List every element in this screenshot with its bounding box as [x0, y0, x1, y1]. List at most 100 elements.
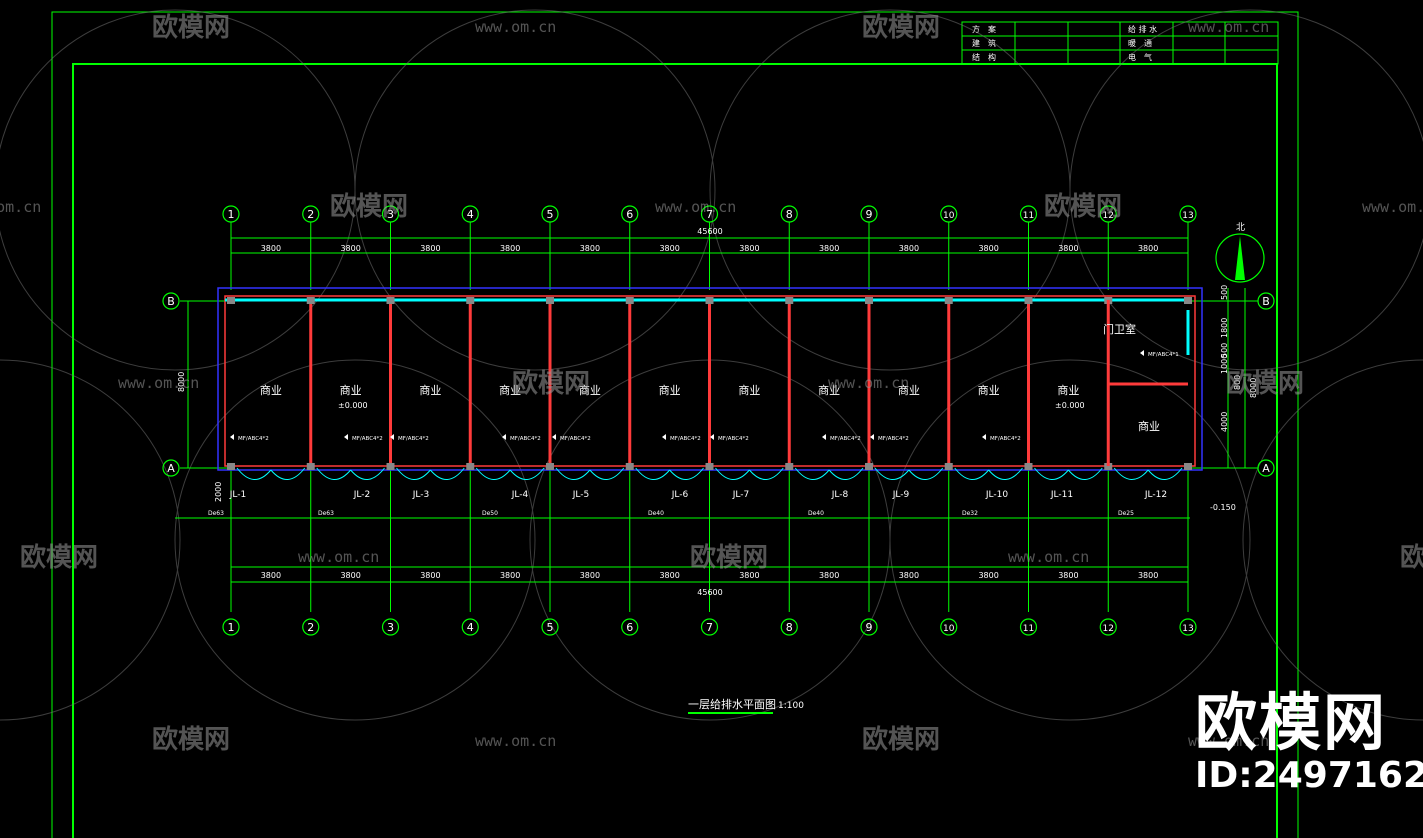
door-swing: [429, 467, 465, 480]
watermark-circles: [0, 9, 1423, 721]
column-bottom: [785, 463, 794, 470]
door-swing: [236, 467, 272, 480]
axis-bubble: [541, 205, 559, 223]
bay-dimension: 3800: [420, 571, 440, 580]
extinguisher-symbol: [552, 434, 556, 440]
column-bottom: [865, 463, 873, 470]
door-swing: [794, 467, 830, 480]
extinguisher-symbol: [662, 434, 666, 440]
riser-label: JL-9: [892, 490, 910, 500]
north-label: 北: [1236, 222, 1245, 233]
axis-label: 11: [1023, 624, 1034, 634]
vertical-dimension-texts: 8000 500 1800 500 1000 800 4000 8000 200…: [177, 285, 1258, 502]
extinguisher-label: MF/ABC4*2: [878, 436, 909, 442]
door-swing: [715, 467, 750, 480]
axis-bubble: [860, 618, 878, 636]
room-labels: 商业商业商业商业商业商业商业商业商业商业商业: [260, 383, 1080, 397]
axis-bubble: [222, 618, 240, 636]
pipe-label: De25: [1118, 510, 1134, 517]
watermark-logo: 欧模网: [152, 724, 230, 755]
axis-bubble: [621, 205, 639, 223]
bay-dimension: 3800: [819, 244, 839, 253]
axis-label: 6: [626, 208, 633, 221]
bay-dimension: 3800: [819, 571, 839, 580]
door-swing: [1113, 467, 1149, 480]
watermark-url: www.om.cn: [1188, 18, 1269, 36]
column-bottom: [1104, 463, 1113, 470]
bay-dimension: 3800: [500, 571, 520, 580]
level-outside: -0.150: [1210, 503, 1236, 512]
axis-label: 4: [467, 621, 474, 634]
column-top: [386, 297, 395, 304]
column-bottom: [705, 463, 714, 470]
bay-dimension: 3800: [978, 244, 998, 253]
axis-bubble: [461, 618, 479, 636]
extinguisher-label: MF/ABC4*1: [1148, 352, 1179, 358]
axis-label: 6: [626, 621, 633, 634]
axis-bubble: [381, 205, 400, 223]
column-bottom: [625, 463, 634, 470]
watermark-url: www.om.cn: [828, 374, 909, 392]
door-swing: [988, 467, 1023, 480]
axis-bubble: [1179, 205, 1197, 223]
axis-label-b-left: B: [167, 295, 175, 308]
axis-bubble: [940, 618, 958, 636]
dimension-lines: [175, 237, 1258, 583]
axis-bubble: [1019, 205, 1038, 223]
extinguisher-symbol: [870, 434, 874, 440]
watermark-logo: 欧模网: [152, 12, 230, 43]
title-block-cell: 结 构: [972, 52, 996, 62]
dim-bottom-offset: 2000: [214, 482, 223, 502]
axis-bubble: [700, 205, 719, 223]
watermark-logo: 欧模网: [862, 724, 940, 755]
door-swing: [1147, 467, 1183, 480]
watermark-logo: 欧模网: [1400, 542, 1423, 573]
pipe-label: De63: [208, 510, 224, 517]
axis-bubble: [461, 205, 479, 223]
axis-label: 3: [387, 208, 394, 221]
watermark-url: www.om.cn: [1008, 548, 1089, 566]
pipe-label: De40: [808, 510, 824, 517]
door-swing: [635, 467, 671, 480]
axis-label: 12: [1103, 624, 1114, 634]
door-swing: [350, 467, 385, 480]
shop-label: 商业: [659, 383, 681, 397]
axis-label: 8: [786, 208, 793, 221]
extinguisher-symbol: [344, 434, 348, 440]
extinguisher-label: MF/ABC4*2: [990, 436, 1021, 442]
axis-grid-lines: [230, 222, 1189, 612]
bay-dimension: 3800: [340, 244, 360, 253]
riser-label: JL-8: [831, 490, 849, 500]
axis-bubble: [1019, 618, 1038, 636]
axis-bubble: [302, 205, 320, 223]
axis-label: 13: [1182, 624, 1193, 634]
bay-dimension: 3800: [659, 571, 679, 580]
watermark-url: www.om.cn: [1188, 732, 1269, 750]
axis-bubble: [302, 618, 320, 636]
column-top: [227, 297, 235, 304]
dim-right: 1800: [1220, 318, 1229, 338]
column-top: [865, 297, 873, 304]
extinguisher-symbol: [710, 434, 714, 440]
riser-label: JL-10: [985, 490, 1008, 500]
axis-bubble: [222, 205, 240, 223]
door-swing: [589, 467, 625, 480]
shop-label: 商业: [1057, 383, 1079, 397]
watermark-logo: 欧模网: [330, 191, 408, 222]
column-bottom: [944, 463, 953, 470]
title-block-cell: 方 案: [972, 24, 996, 34]
extinguisher-label: MF/ABC4*2: [510, 436, 541, 442]
axis-bubble: [940, 205, 958, 223]
column-bottom: [306, 463, 315, 470]
riser-label: JL-5: [572, 490, 589, 500]
door-swing: [954, 467, 990, 480]
riser-label: JL-7: [732, 490, 749, 500]
extinguisher-symbol: [822, 434, 826, 440]
riser-label: JL-6: [671, 490, 689, 500]
watermark-logo: 欧模网: [20, 542, 98, 573]
bay-dimension: 3800: [1138, 244, 1158, 253]
